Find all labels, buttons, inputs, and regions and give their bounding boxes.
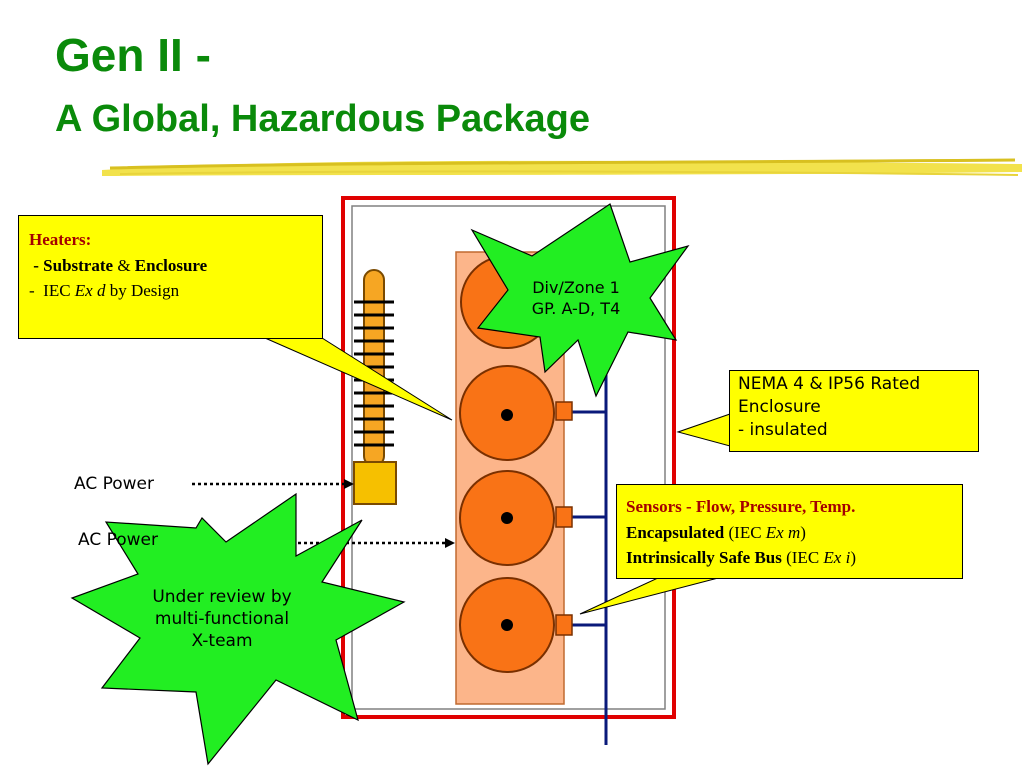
module-4 [459,577,573,673]
sensors-heading: Sensors - Flow, Pressure, Temp. [626,497,856,516]
title-line-2: A Global, Hazardous Package [55,98,590,140]
module-3 [459,470,573,566]
title-line-1: Gen II - [55,29,211,81]
heaters-iec-line: - IEC Ex d by Design [29,281,180,300]
sensors-callout: Sensors - Flow, Pressure, Temp. Encapsul… [616,484,963,579]
nema-callout: NEMA 4 & IP56 Rated Enclosure - insulate… [729,370,979,452]
sensors-bus-line: Intrinsically Safe Bus (IEC Ex i) [626,548,856,567]
div-zone-label: Div/Zone 1 GP. A-D, T4 [531,278,621,318]
heaters-heading: Heaters: [29,230,92,249]
bus-taps [572,410,606,627]
review-starburst [70,492,406,766]
ac-power-arrow-1 [192,479,354,489]
heaters-substrate-line: - Substrate & Enclosure [29,255,208,275]
heaters-callout: Heaters: - Substrate & Enclosure - IEC E… [18,215,323,339]
ac-power-label-1: AC Power [74,474,155,494]
nema-callout-pointer [676,413,731,447]
ac-power-label-2: AC Power [78,530,159,550]
module-2 [459,365,573,461]
div-zone-starburst [470,203,690,398]
title-underline [102,158,1022,176]
sensors-encapsulated-line: Encapsulated (IEC Ex m) [626,522,806,542]
review-label: Under review by multi-functional X-team [152,587,292,652]
